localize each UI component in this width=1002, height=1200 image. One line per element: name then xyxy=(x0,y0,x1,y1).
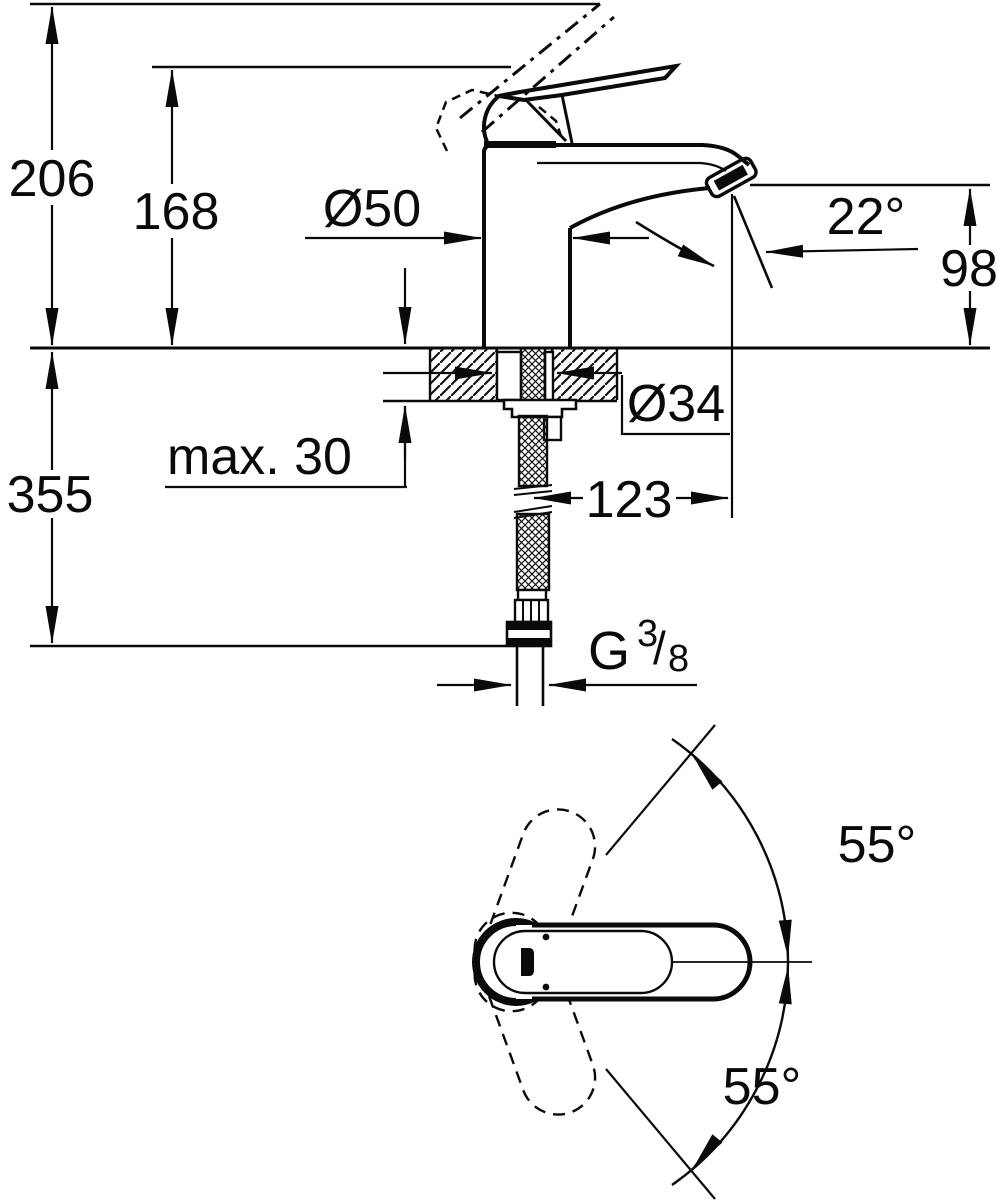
lever-side-view xyxy=(434,2,682,152)
stream-angle-label: 22° xyxy=(827,188,906,246)
swing-lower-label: 55° xyxy=(723,1058,802,1116)
lever-dot-top xyxy=(542,933,550,941)
stream-angle xyxy=(635,194,919,518)
swing-ray-lower xyxy=(605,1068,716,1200)
swing-ray-upper xyxy=(605,724,716,856)
side-view: 206 168 355 98 Ø50 xyxy=(7,2,998,706)
outlet-height-label: 98 xyxy=(940,240,998,298)
spout-height-label: 168 xyxy=(133,183,220,241)
thread-denominator-label: 8 xyxy=(668,638,689,680)
nut-bottom-band xyxy=(507,638,551,646)
swing-rays xyxy=(605,724,716,1200)
mounting-stud xyxy=(543,350,555,402)
mounting-block xyxy=(495,350,523,402)
dimension-deck-thickness xyxy=(165,405,412,489)
thread-letter-label: G xyxy=(588,621,630,681)
thread-numerator-label: 3 xyxy=(637,613,658,655)
reference-lines xyxy=(30,2,990,648)
lever-raised-dashed-dome xyxy=(434,88,504,152)
supply-hose xyxy=(505,414,553,706)
lever-raised-dashes xyxy=(538,106,563,137)
hose-lower xyxy=(515,512,551,592)
lever-arm xyxy=(498,63,682,103)
lever-top-view xyxy=(472,918,812,1006)
swivel-curved-arrow xyxy=(635,220,715,268)
lever-button xyxy=(521,948,534,976)
aerator xyxy=(704,156,758,199)
arc-arrow-upper-end xyxy=(693,756,723,790)
fixing-flange xyxy=(502,398,578,419)
stream-line xyxy=(732,195,774,289)
dimension-hole-diameter xyxy=(383,366,730,436)
hose-upper xyxy=(517,414,549,488)
hose-collar xyxy=(516,588,548,602)
swing-upper-label: 55° xyxy=(838,816,917,874)
angle-arrow xyxy=(765,244,919,258)
dimension-body-diameter xyxy=(305,231,649,345)
lever-raised-dashed-line-1 xyxy=(459,2,601,120)
dome-right-edge xyxy=(560,94,574,144)
aerator-outlet xyxy=(713,164,748,191)
total-height-label: 206 xyxy=(9,150,96,208)
nut-top-band xyxy=(507,622,551,630)
arc-arrow-center-top xyxy=(778,919,792,958)
top-view: 55° 55° xyxy=(472,724,917,1200)
faucet-body xyxy=(482,141,758,348)
body-diameter-label: Ø50 xyxy=(323,180,421,238)
hole-diameter-label: Ø34 xyxy=(627,375,725,433)
lever-seat xyxy=(484,141,556,148)
thread-slash: / xyxy=(653,622,666,674)
arc-arrow-center-bottom xyxy=(778,966,792,1005)
spout-inner-line xyxy=(537,161,727,172)
spout-underside xyxy=(569,186,711,230)
deck-thickness-label: max. 30 xyxy=(167,428,352,486)
lever-dot-bottom xyxy=(542,983,550,991)
body-outline xyxy=(482,143,751,348)
hose-drop-label: 355 xyxy=(7,466,94,524)
lever-raised-dashed-line-2 xyxy=(481,15,615,134)
lever-body-fill xyxy=(516,925,750,999)
arc-arrow-lower-end xyxy=(693,1134,723,1168)
spout-reach-label: 123 xyxy=(586,471,673,529)
connection-pipe xyxy=(515,646,545,706)
ferrule-ribs xyxy=(522,600,540,622)
